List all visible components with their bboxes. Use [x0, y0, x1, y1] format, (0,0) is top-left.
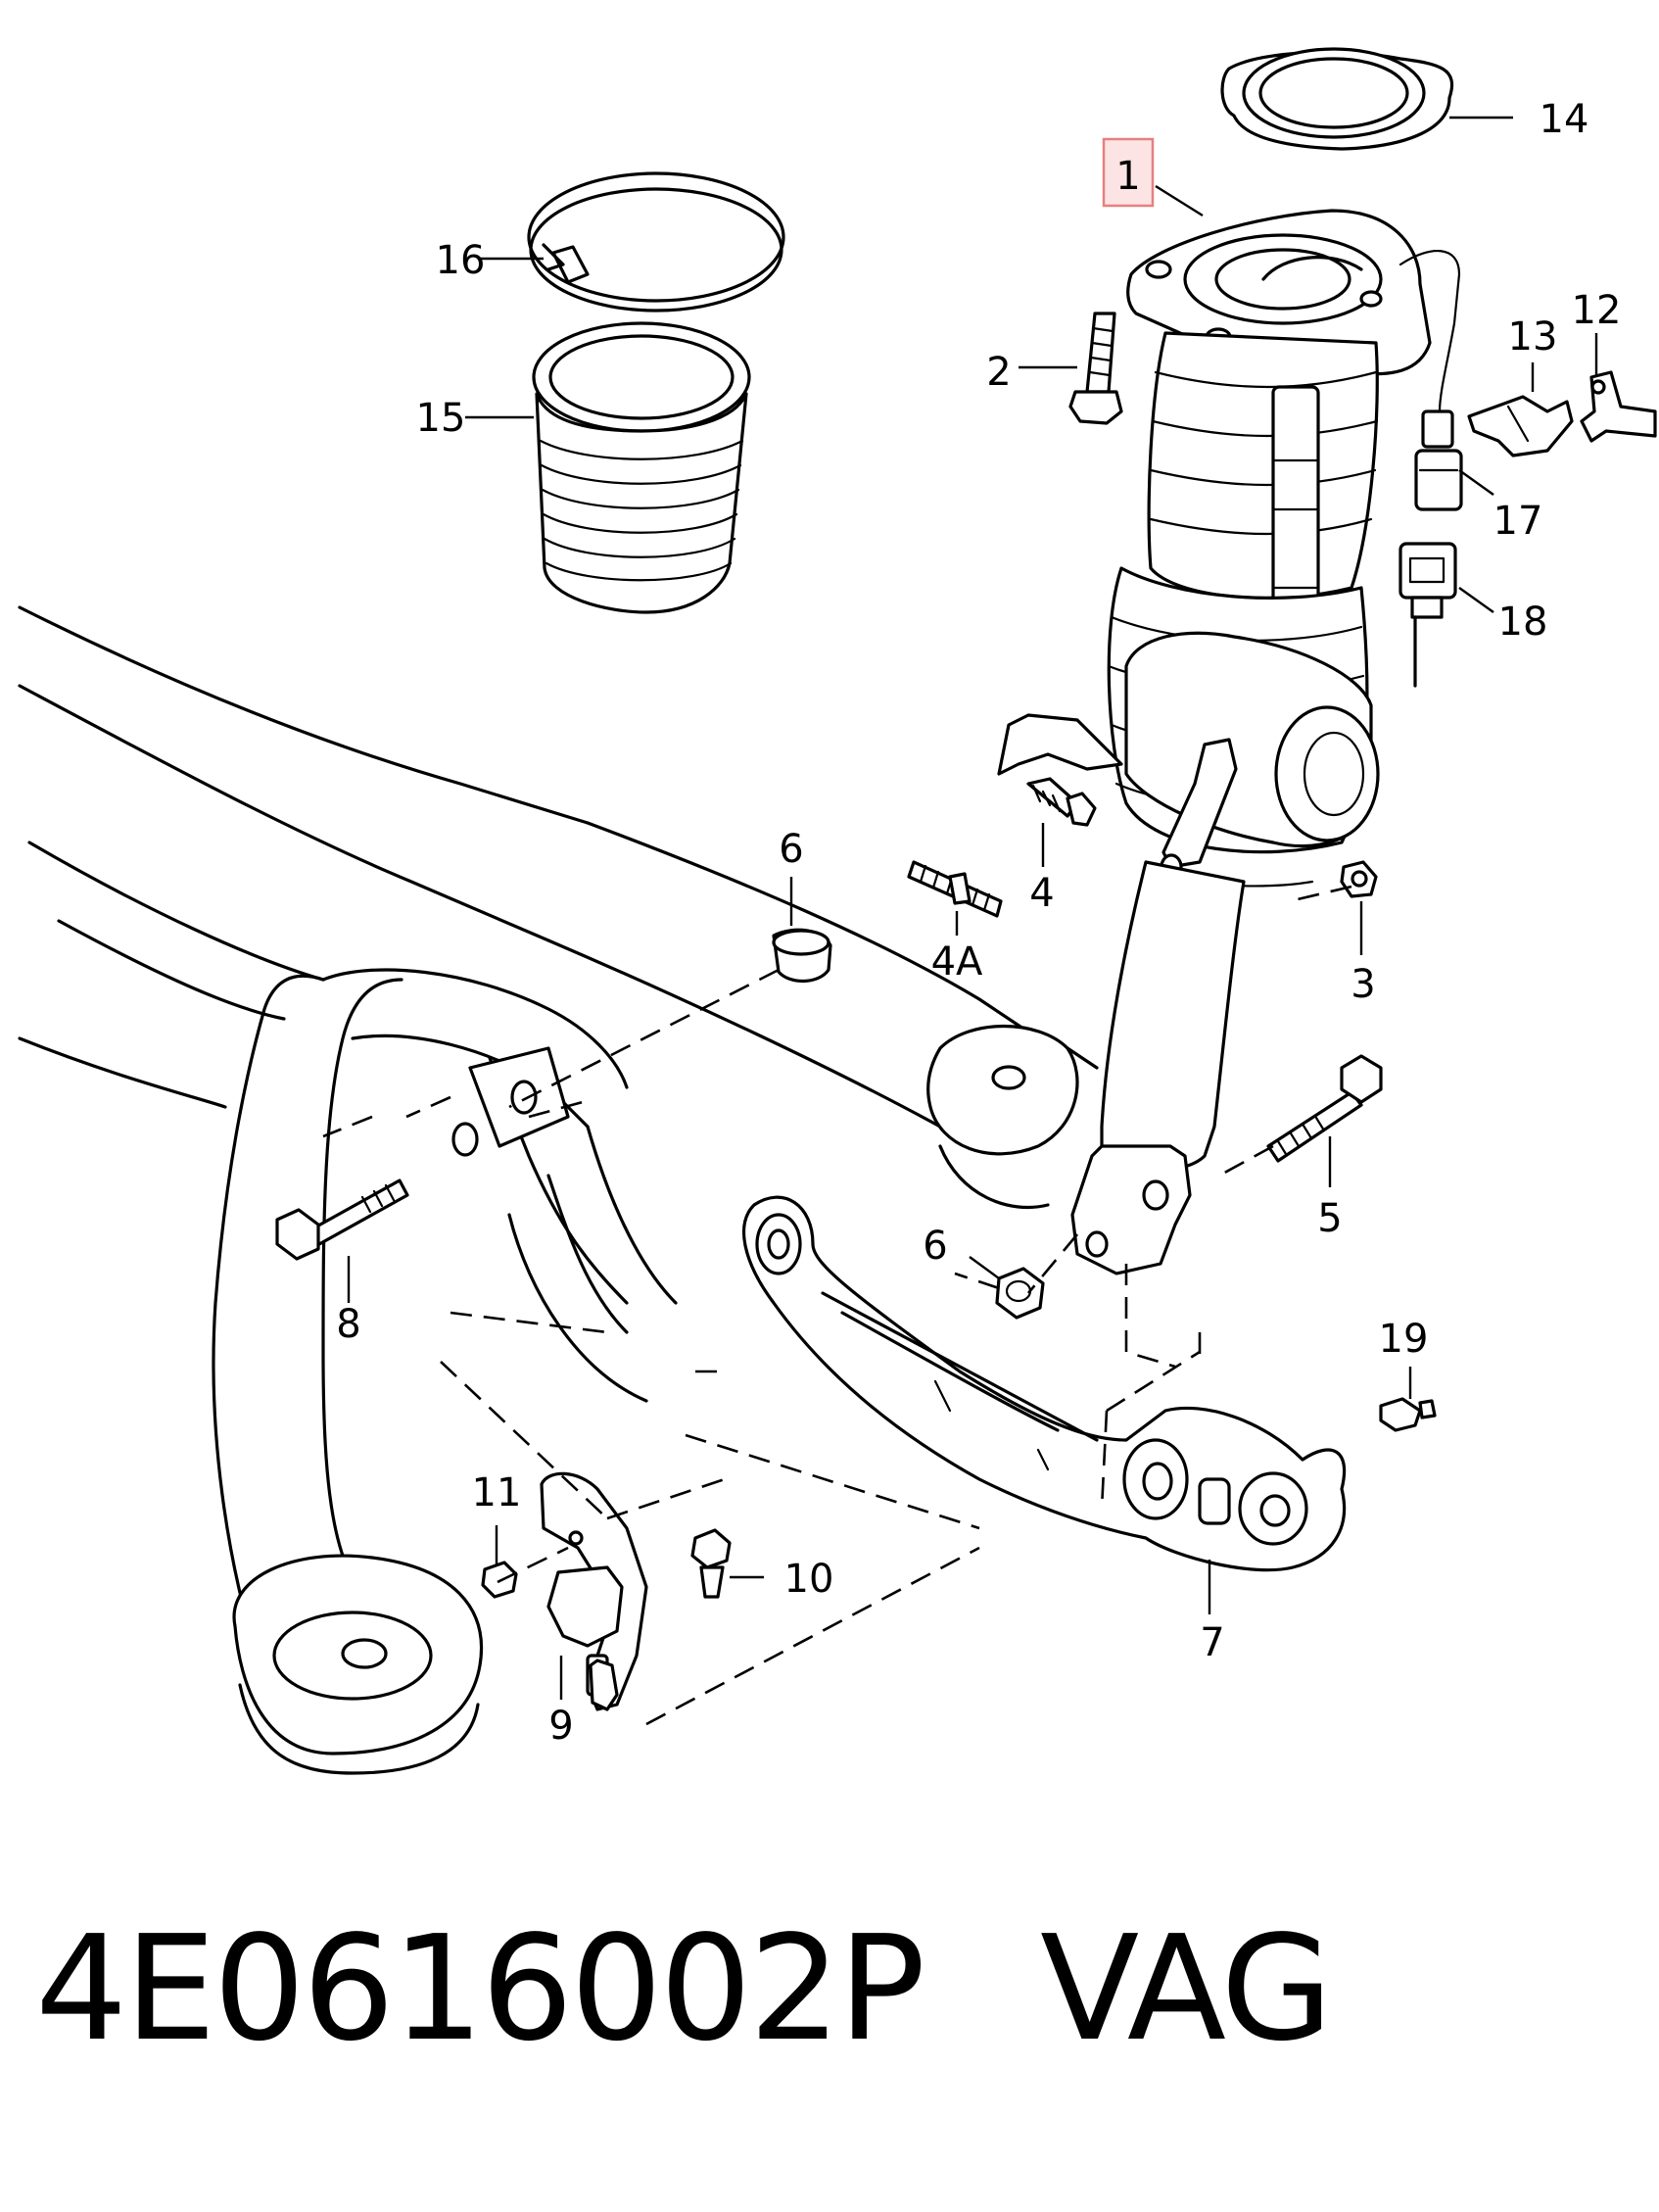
- callout-12[interactable]: 12: [1572, 288, 1622, 333]
- callout-1[interactable]: 1: [1115, 154, 1140, 199]
- part-6-nut-upper: [772, 928, 832, 984]
- callout-11[interactable]: 11: [472, 1470, 522, 1515]
- callout-16[interactable]: 16: [436, 238, 486, 283]
- callout-4[interactable]: 4: [1029, 871, 1054, 916]
- callout-15[interactable]: 15: [416, 396, 466, 441]
- part-12-bracket: [1580, 370, 1657, 443]
- assembly-lines: [322, 885, 1352, 1726]
- callout-1-highlight: [1102, 137, 1155, 208]
- part-9-level-sensor: [540, 1471, 648, 1711]
- part-4a-stud: [907, 860, 1003, 918]
- part-18-sensor: [1398, 542, 1457, 688]
- callout-13[interactable]: 13: [1508, 314, 1558, 360]
- part-4-bolt: [1026, 777, 1097, 827]
- part-14-ring: [1220, 47, 1454, 151]
- part-19-screw: [1379, 1397, 1437, 1432]
- callout-6-upper[interactable]: 6: [779, 827, 803, 872]
- part-3-nut: [1340, 860, 1378, 898]
- callout-10[interactable]: 10: [784, 1557, 834, 1602]
- part-15-boot: [532, 321, 751, 614]
- callout-3[interactable]: 3: [1351, 962, 1375, 1007]
- part-10-bolt: [690, 1528, 732, 1599]
- callout-7[interactable]: 7: [1200, 1620, 1224, 1665]
- leader-lines: [347, 116, 1598, 1700]
- callout-9[interactable]: 9: [548, 1704, 573, 1749]
- callout-14[interactable]: 14: [1540, 97, 1589, 142]
- control-arm: [742, 1195, 1347, 1572]
- part-13-clip: [1467, 395, 1574, 457]
- callout-17[interactable]: 17: [1493, 499, 1543, 544]
- part-2-bolt: [1068, 312, 1123, 425]
- brand-name: VAG: [1040, 1904, 1333, 2073]
- callout-2[interactable]: 2: [986, 350, 1011, 395]
- part-11-nut: [481, 1561, 518, 1599]
- part-5-bolt: [1266, 1054, 1383, 1163]
- part-number: 4E0616002P: [35, 1904, 925, 2073]
- callout-18[interactable]: 18: [1498, 600, 1548, 645]
- part-16-clamp: [527, 171, 785, 313]
- callout-8[interactable]: 8: [336, 1302, 360, 1347]
- callout-19[interactable]: 19: [1379, 1317, 1429, 1362]
- callout-4a[interactable]: 4A: [931, 939, 983, 985]
- air-strut: [997, 209, 1463, 1275]
- subframe: [18, 605, 1099, 1775]
- callouts: 1 2 3 4 4A 5 6 6 7 8 9 10 11 12 13 14 15…: [336, 97, 1621, 1749]
- callout-6-lower[interactable]: 6: [923, 1224, 947, 1269]
- part-6-nut-lower: [995, 1267, 1045, 1320]
- part-8-bolt: [275, 1178, 409, 1261]
- callout-5[interactable]: 5: [1317, 1196, 1342, 1241]
